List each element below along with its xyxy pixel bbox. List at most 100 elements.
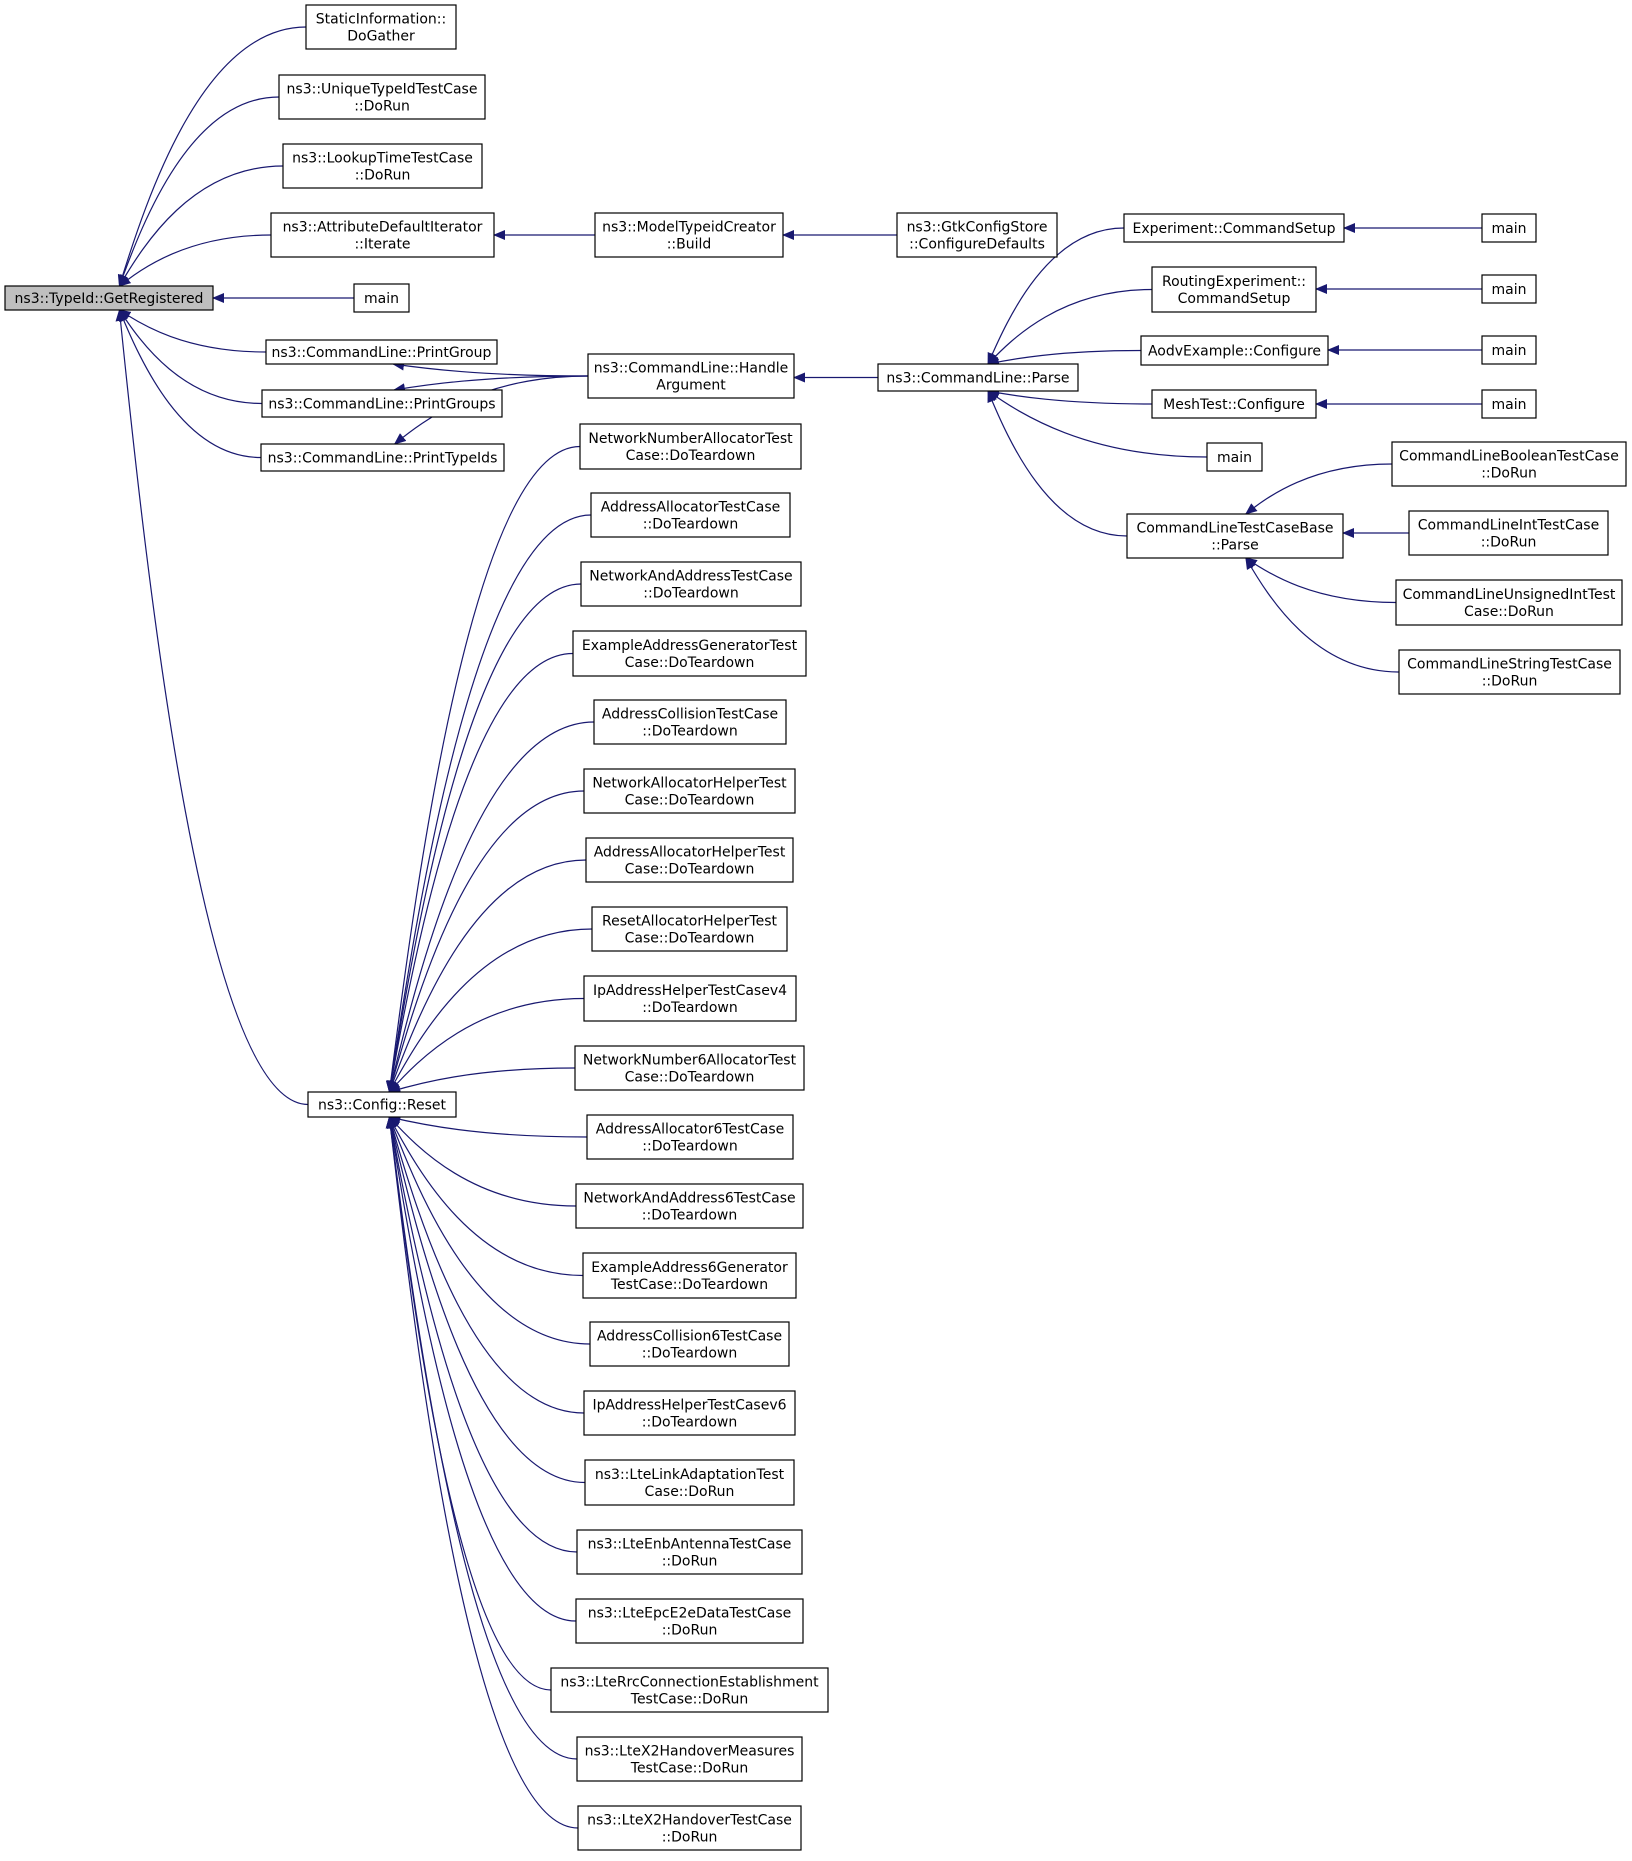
node-box: [353, 283, 410, 313]
function-node[interactable]: main: [1481, 389, 1537, 419]
call-edge: [388, 1116, 584, 1277]
node-box: [260, 443, 505, 472]
function-node[interactable]: ns3::LteRrcConnectionEstablishmentTestCa…: [550, 1667, 829, 1713]
function-node[interactable]: NetworkAndAddress6TestCase::DoTeardown: [575, 1183, 804, 1229]
call-edge: [385, 445, 581, 1093]
function-node[interactable]: AddressCollisionTestCase::DoTeardown: [593, 699, 787, 745]
node-label: ns3::LteEpcE2eDataTestCase: [588, 1606, 791, 1622]
function-node[interactable]: Experiment::CommandSetup: [1123, 213, 1345, 243]
node-box: [282, 143, 483, 189]
node-label: ::DoTeardown: [643, 517, 738, 533]
call-edge: [987, 390, 1128, 537]
function-node[interactable]: NetworkAndAddressTestCase::DoTeardown: [580, 561, 802, 607]
function-node[interactable]: NetworkNumber6AllocatorTestCase::DoTeard…: [574, 1045, 805, 1091]
function-node[interactable]: NetworkAllocatorHelperTestCase::DoTeardo…: [583, 768, 796, 814]
node-label: ::DoRun: [355, 168, 411, 184]
function-node[interactable]: main: [1481, 274, 1537, 304]
function-node[interactable]: ns3::LteEnbAntennaTestCase::DoRun: [576, 1529, 803, 1575]
function-node[interactable]: main: [1206, 442, 1263, 472]
node-box: [877, 363, 1079, 392]
node-label: CommandSetup: [1178, 291, 1291, 307]
function-node[interactable]: StaticInformation::DoGather: [305, 4, 457, 50]
function-node[interactable]: AddressCollision6TestCase::DoTeardown: [589, 1321, 790, 1367]
function-node[interactable]: ExampleAddress6GeneratorTestCase::DoTear…: [582, 1252, 797, 1299]
node-label: Case::DoRun: [1464, 604, 1554, 620]
node-label: ::DoRun: [662, 1623, 718, 1639]
node-label: ::DoTeardown: [642, 1000, 737, 1016]
node-label: NetworkAndAddress6TestCase: [583, 1191, 795, 1207]
node-box: [594, 212, 784, 258]
function-node[interactable]: ns3::CommandLine::Parse: [877, 363, 1079, 392]
function-node[interactable]: AddressAllocator6TestCase::DoTeardown: [586, 1114, 794, 1160]
node-label: ::DoTeardown: [642, 1208, 737, 1224]
function-node[interactable]: CommandLineIntTestCase::DoRun: [1408, 510, 1609, 556]
node-box: [584, 1459, 795, 1506]
node-box: [583, 1390, 796, 1436]
nodes-layer: ns3::TypeId::GetRegistered StaticInformat…: [4, 4, 1627, 1851]
node-box: [579, 423, 802, 470]
function-node[interactable]: CommandLineTestCaseBase::Parse: [1126, 513, 1344, 559]
node-label: ns3::TypeId::GetRegistered: [15, 291, 204, 307]
node-label: AddressAllocatorTestCase: [601, 500, 781, 516]
function-node[interactable]: AddressAllocatorTestCase::DoTeardown: [590, 492, 791, 538]
node-box: [1481, 335, 1537, 365]
node-label: ns3::LteLinkAdaptationTest: [595, 1467, 785, 1483]
node-box: [1391, 441, 1627, 487]
node-label: ::DoRun: [1481, 466, 1537, 482]
node-label: ns3::LteX2HandoverMeasures: [585, 1744, 795, 1760]
node-label: ::DoTeardown: [642, 724, 737, 740]
node-label: DoGather: [347, 29, 415, 45]
function-node[interactable]: ns3::GtkConfigStore::ConfigureDefaults: [896, 212, 1058, 258]
function-node[interactable]: ExampleAddressGeneratorTestCase::DoTeard…: [572, 630, 807, 677]
node-label: CommandLineIntTestCase: [1418, 518, 1599, 534]
function-node[interactable]: AodvExample::Configure: [1140, 335, 1329, 366]
call-edge: [387, 721, 595, 1093]
function-node[interactable]: ns3::CommandLine::PrintTypeIds: [260, 443, 505, 472]
function-node[interactable]: ns3::Config::Reset: [307, 1091, 457, 1118]
function-node[interactable]: ns3::UniqueTypeIdTestCase::DoRun: [278, 74, 486, 120]
node-box: [572, 630, 807, 677]
node-box: [1395, 579, 1623, 626]
function-node[interactable]: IpAddressHelperTestCasev4::DoTeardown: [583, 975, 797, 1022]
call-edge: [387, 1116, 585, 1414]
call-edge: [387, 790, 585, 1093]
function-node[interactable]: CommandLineBooleanTestCase::DoRun: [1391, 441, 1627, 487]
function-node[interactable]: AddressAllocatorHelperTestCase::DoTeardo…: [585, 837, 794, 883]
function-node[interactable]: CommandLineStringTestCase::DoRun: [1398, 649, 1621, 695]
function-node[interactable]: ns3::LookupTimeTestCase::DoRun: [282, 143, 483, 189]
node-box: [593, 699, 787, 745]
function-node[interactable]: ns3::AttributeDefaultIterator::Iterate: [270, 212, 495, 258]
node-box: [577, 1805, 802, 1851]
function-node[interactable]: MeshTest::Configure: [1151, 389, 1317, 419]
function-node[interactable]: main: [1481, 213, 1537, 243]
node-label: main: [1217, 450, 1252, 466]
call-edge: [388, 859, 587, 1093]
function-node[interactable]: ns3::LteX2HandoverTestCase::DoRun: [577, 1805, 802, 1851]
node-label: Case::DoRun: [645, 1484, 735, 1500]
node-label: ns3::LookupTimeTestCase: [292, 151, 473, 167]
node-label: ::DoTeardown: [642, 1139, 737, 1155]
function-node[interactable]: NetworkNumberAllocatorTestCase::DoTeardo…: [579, 423, 802, 470]
call-edge: [385, 1116, 578, 1760]
root-function-node[interactable]: ns3::TypeId::GetRegistered: [4, 285, 214, 311]
node-box: [265, 339, 498, 365]
function-node[interactable]: ns3::ModelTypeidCreator::Build: [594, 212, 784, 258]
function-node[interactable]: ns3::CommandLine::PrintGroup: [265, 339, 498, 365]
function-node[interactable]: main: [353, 283, 410, 313]
node-label: ExampleAddress6Generator: [591, 1260, 788, 1276]
function-node[interactable]: main: [1481, 335, 1537, 365]
node-label: CommandLineUnsignedIntTest: [1403, 587, 1616, 603]
function-node[interactable]: ns3::LteX2HandoverMeasuresTestCase::DoRu…: [576, 1736, 803, 1782]
function-node[interactable]: RoutingExperiment::CommandSetup: [1151, 266, 1317, 313]
function-node[interactable]: IpAddressHelperTestCasev6::DoTeardown: [583, 1390, 796, 1436]
node-label: ns3::ModelTypeidCreator: [602, 220, 776, 236]
node-label: ::ConfigureDefaults: [909, 237, 1045, 253]
function-node[interactable]: ns3::CommandLine::PrintGroups: [261, 389, 503, 418]
call-edge: [118, 96, 280, 287]
function-node[interactable]: ns3::LteEpcE2eDataTestCase::DoRun: [575, 1598, 804, 1644]
